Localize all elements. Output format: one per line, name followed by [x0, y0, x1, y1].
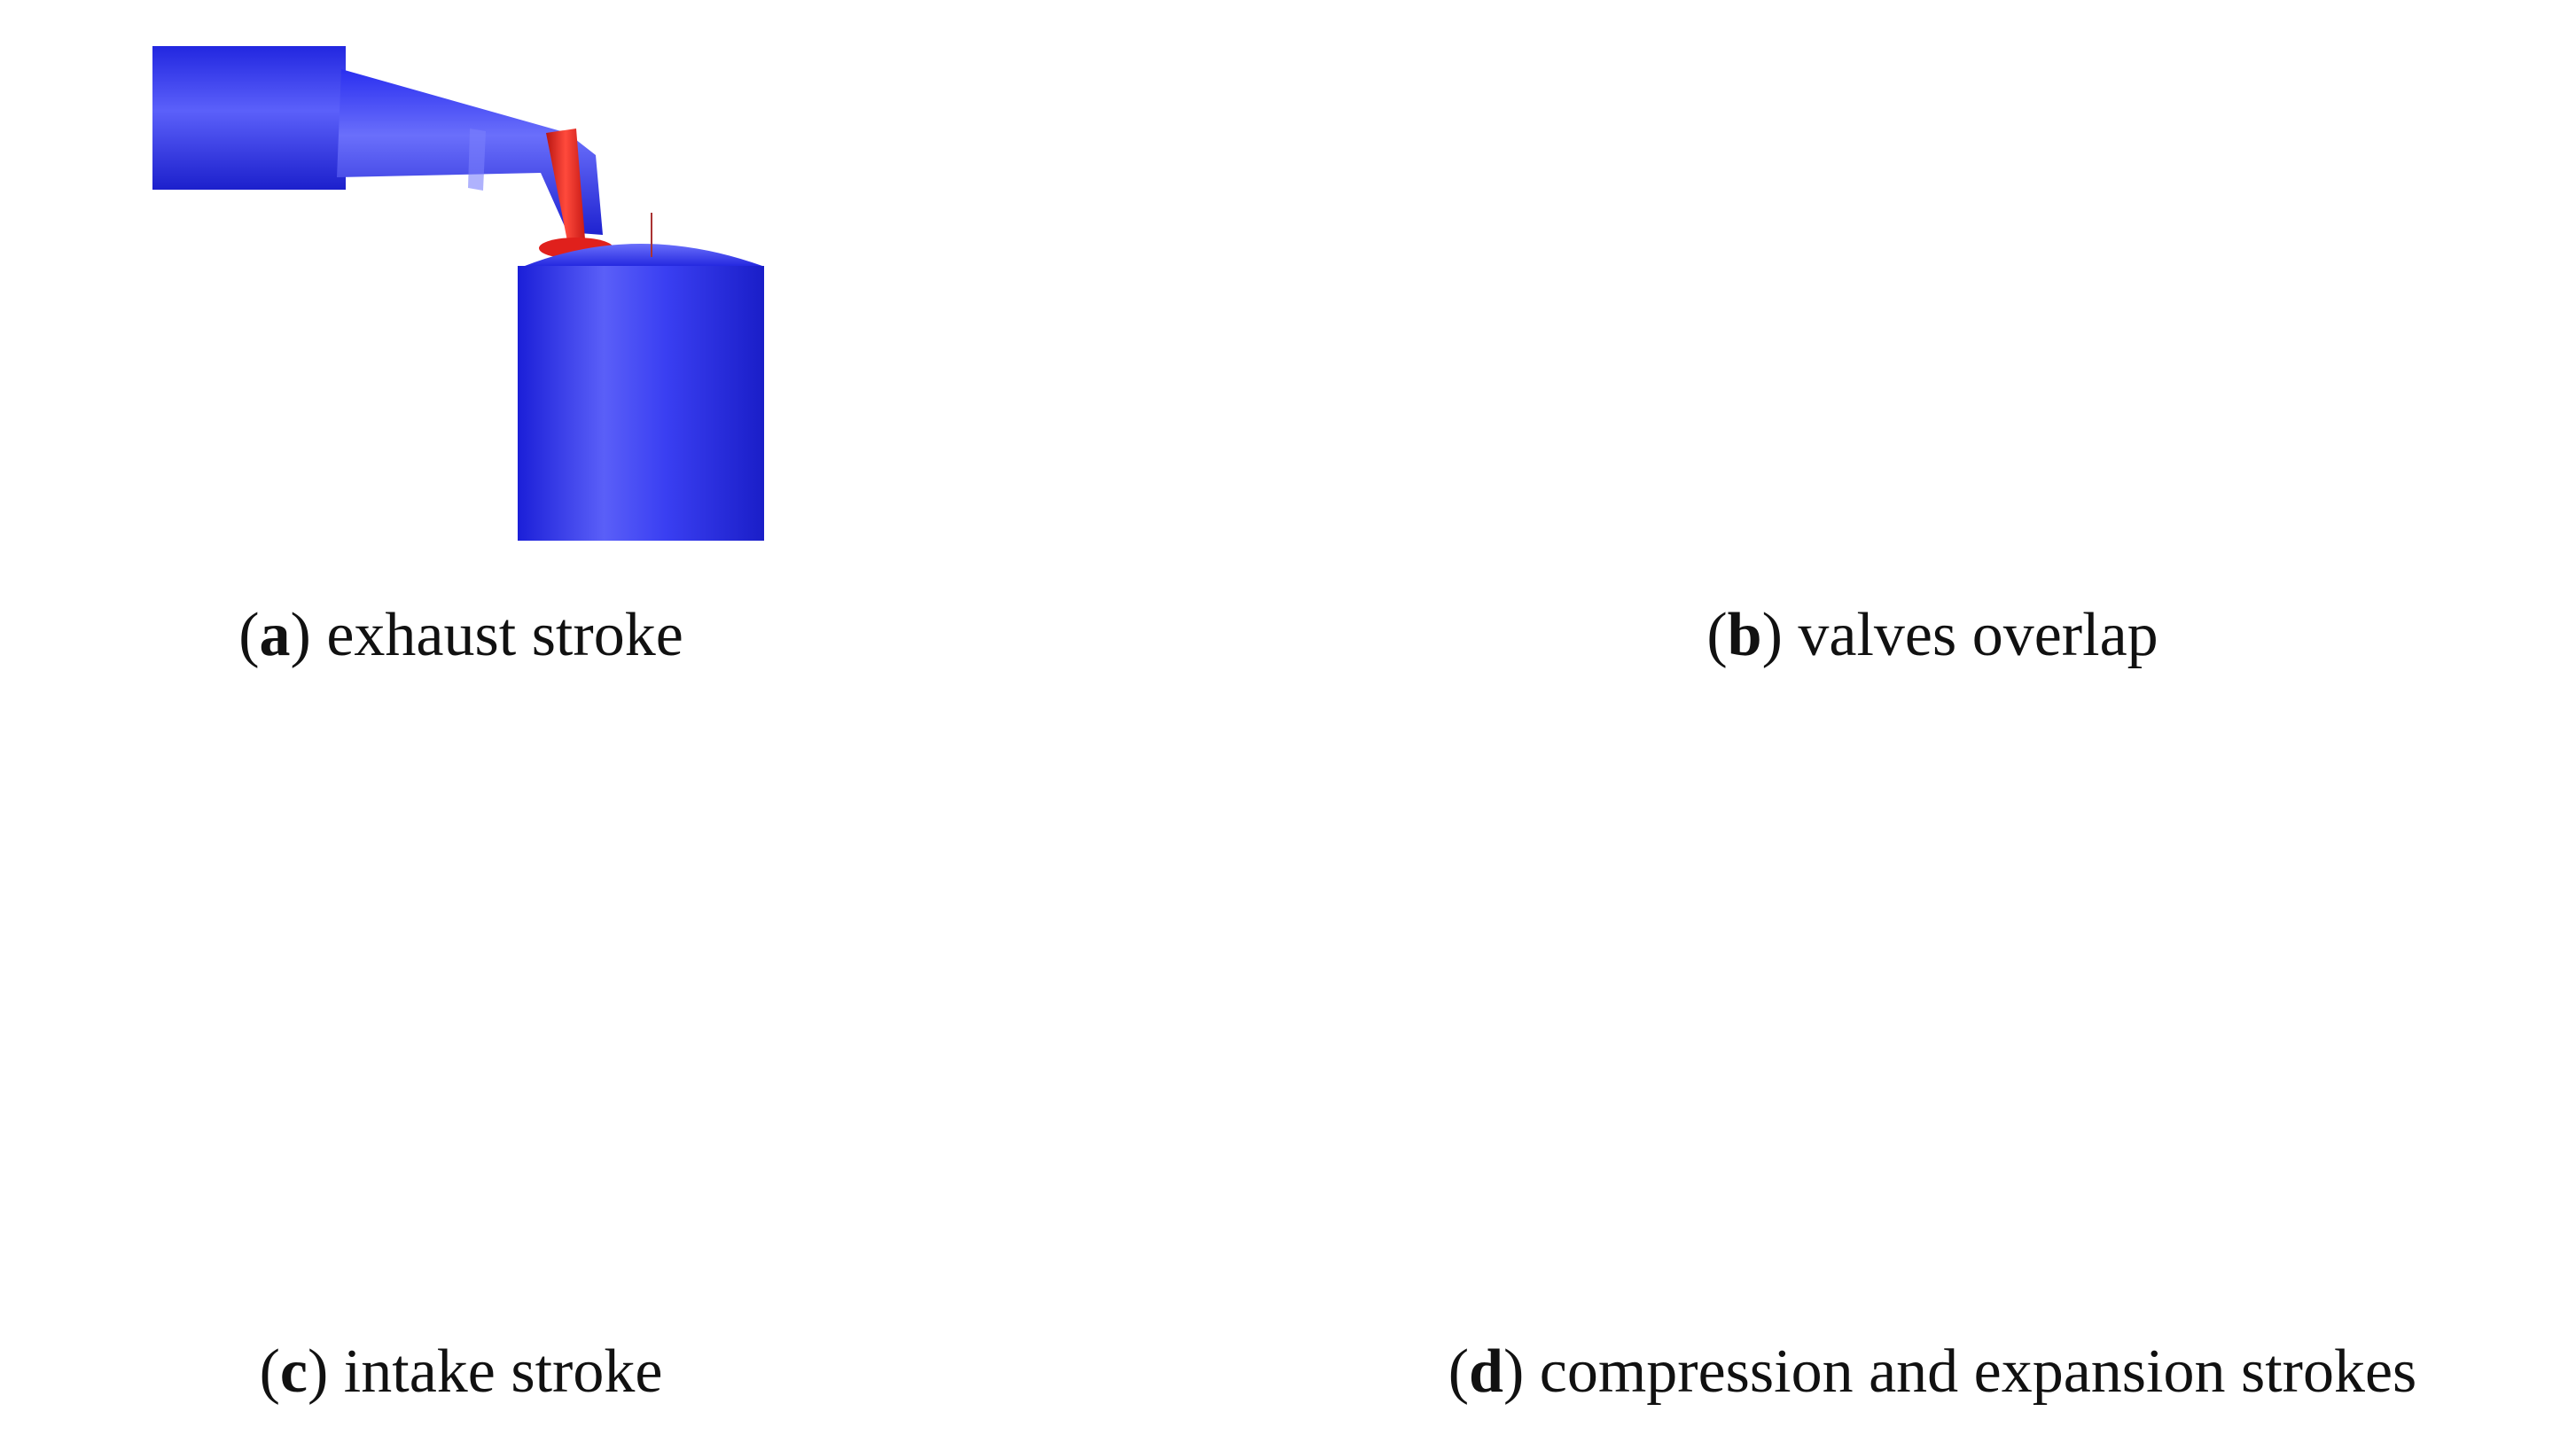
- caption-d: (d) compression and expansion strokes: [1448, 1338, 2417, 1406]
- caption-c: (c) intake stroke: [259, 1338, 663, 1406]
- caption-a: (a) exhaust stroke: [238, 601, 683, 669]
- caption-b: (b) valves overlap: [1706, 601, 2158, 669]
- panel-a-exhaust-stroke-image: [152, 46, 764, 541]
